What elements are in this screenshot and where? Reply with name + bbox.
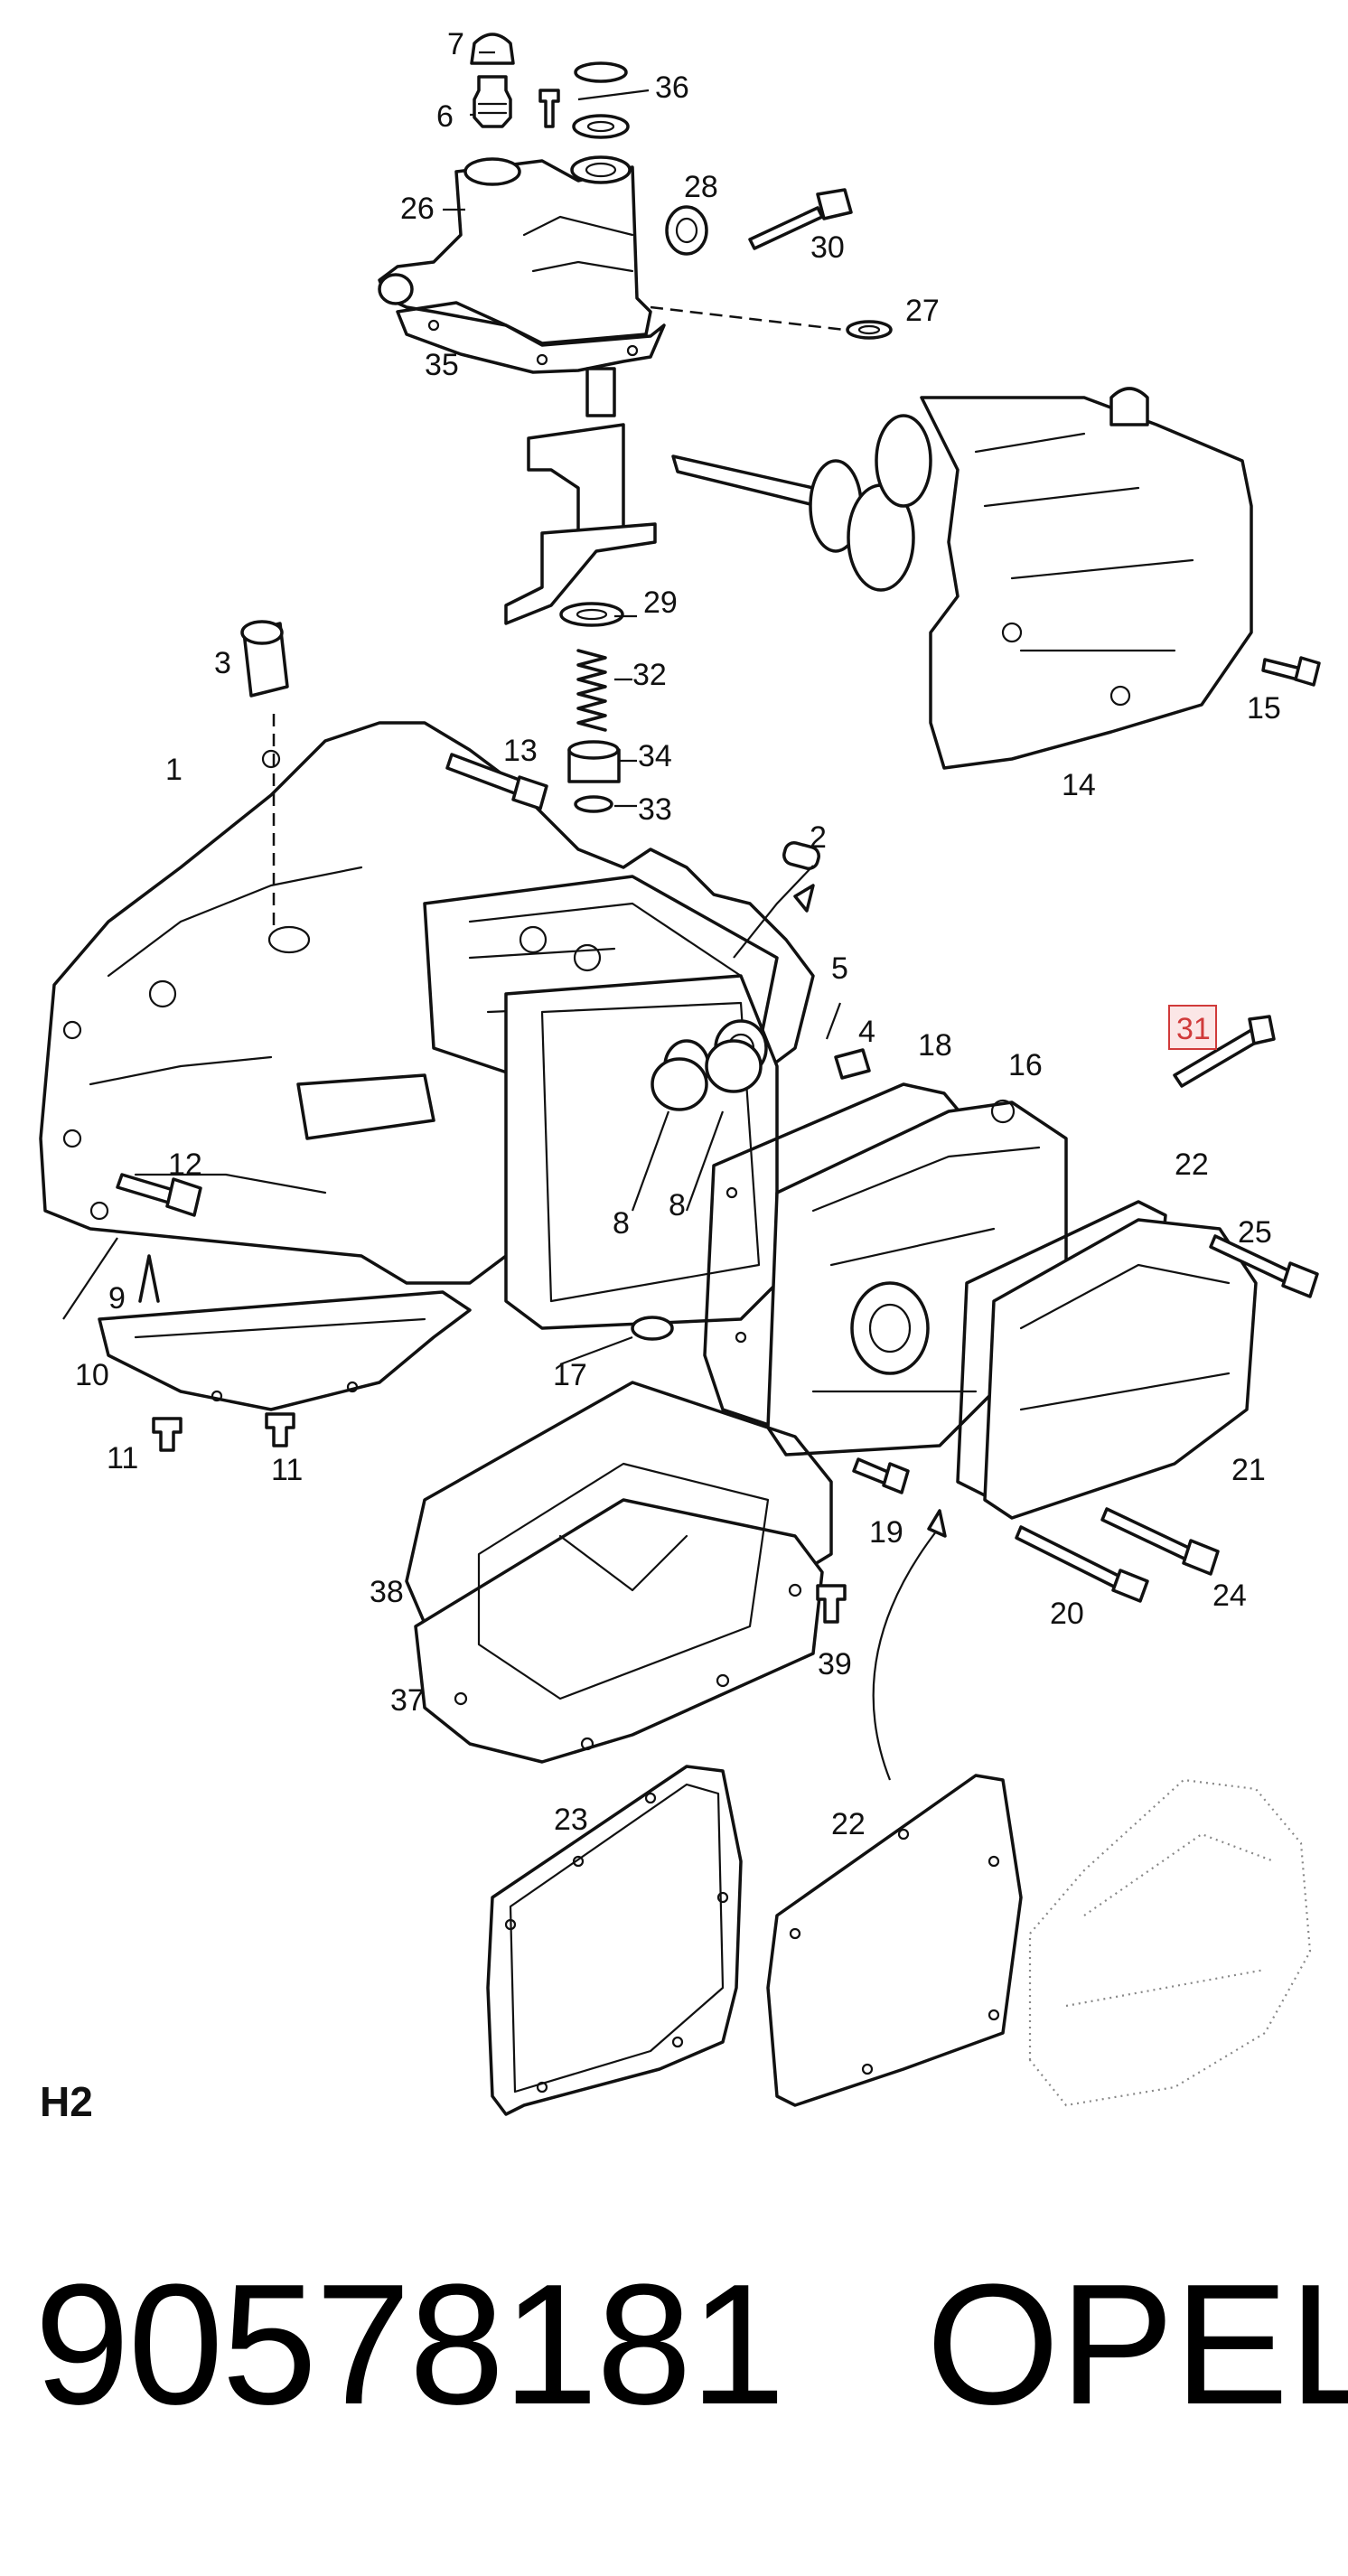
arrowhead-2 — [793, 884, 815, 913]
callout-26: 26 — [400, 192, 435, 226]
bolt-12 — [116, 1173, 202, 1217]
bolt-13 — [445, 753, 548, 810]
part-number: 90578181 — [34, 2249, 785, 2440]
callout-7: 7 — [447, 27, 464, 61]
bolt-31 — [1173, 1015, 1276, 1088]
callout-4: 4 — [858, 1015, 875, 1049]
product-caption: 90578181 OPEL — [0, 2259, 1348, 2485]
sleeve-34 — [567, 740, 621, 783]
callout-31: 31 — [1176, 1012, 1211, 1046]
callout-8b: 8 — [669, 1188, 686, 1222]
callout-21: 21 — [1231, 1453, 1266, 1487]
shift-rod — [504, 367, 657, 625]
callout-32: 32 — [632, 658, 667, 692]
gasket-23 — [486, 1765, 743, 2116]
callout-22b: 22 — [831, 1807, 866, 1841]
callout-33: 33 — [638, 792, 672, 827]
plate-10 — [98, 1290, 472, 1411]
bolt-30 — [748, 188, 853, 250]
callout-8a: 8 — [613, 1206, 630, 1241]
small-bolt — [538, 89, 560, 128]
breather-6 — [473, 75, 512, 128]
callout-2: 2 — [810, 820, 827, 855]
seal-28 — [665, 205, 708, 256]
spring-32 — [576, 649, 607, 732]
callout-34: 34 — [638, 739, 672, 773]
shift-housing-26 — [378, 155, 652, 345]
callout-23: 23 — [554, 1803, 588, 1837]
callout-24: 24 — [1212, 1578, 1247, 1613]
callout-28: 28 — [684, 170, 718, 204]
callout-19: 19 — [869, 1515, 903, 1550]
callout-36: 36 — [655, 70, 689, 105]
callout-35: 35 — [425, 348, 459, 382]
bolt-25 — [1209, 1234, 1319, 1298]
bolt-15 — [1261, 656, 1321, 687]
shift-housing-gasket-35 — [396, 301, 666, 374]
callout-12: 12 — [168, 1147, 202, 1182]
bolt-11b — [265, 1412, 295, 1447]
transmission-housing-1 — [39, 721, 815, 1330]
callout-38: 38 — [370, 1575, 404, 1609]
callout-30: 30 — [810, 230, 845, 265]
gasket-22b — [766, 1774, 1023, 2107]
callout-3: 3 — [214, 646, 231, 680]
ghost-housing — [1028, 1778, 1312, 2107]
callout-5: 5 — [831, 951, 848, 986]
plug-17 — [631, 1316, 674, 1341]
callout-20: 20 — [1050, 1597, 1084, 1631]
callout-16: 16 — [1008, 1048, 1043, 1082]
callout-27: 27 — [905, 294, 940, 328]
callout-18: 18 — [918, 1028, 952, 1063]
callout-11b: 11 — [271, 1453, 303, 1487]
oil-pan-37 — [414, 1462, 824, 1764]
bolt-11a — [152, 1417, 183, 1452]
plug-8 — [651, 1039, 763, 1111]
pin-4 — [834, 1048, 871, 1080]
washer-27 — [846, 320, 893, 340]
callout-6: 6 — [436, 99, 454, 134]
stud-20 — [1015, 1525, 1149, 1603]
callout-14: 14 — [1062, 768, 1096, 802]
washer-29 — [559, 602, 624, 627]
gear-cluster-14 — [671, 387, 1253, 770]
callout-25: 25 — [1238, 1215, 1272, 1250]
bushing-3 — [240, 620, 289, 698]
arrow-curve — [872, 1526, 941, 1781]
callout-11a: 11 — [107, 1441, 138, 1475]
callout-15: 15 — [1247, 691, 1281, 726]
arrowhead-22 — [927, 1509, 947, 1538]
callout-39: 39 — [818, 1647, 852, 1681]
callout-1: 1 — [165, 753, 183, 787]
leader-lines — [62, 51, 842, 1366]
callout-labels: 7 6 36 26 28 30 27 35 29 3 32 15 13 34 1… — [75, 27, 1281, 1841]
callout-37: 37 — [390, 1683, 425, 1718]
callout-10: 10 — [75, 1358, 109, 1392]
bolt-19 — [852, 1457, 910, 1494]
callout-17: 17 — [553, 1358, 587, 1392]
diagram-code: H2 — [40, 2078, 93, 2125]
highlight-box-31 — [1168, 1005, 1217, 1050]
dash-line-27 — [650, 305, 846, 332]
drain-plug-39 — [816, 1584, 847, 1624]
clip-9 — [138, 1254, 160, 1303]
seal-36 — [572, 61, 630, 139]
bolt-24 — [1100, 1507, 1220, 1576]
brand-name: OPEL — [926, 2249, 1348, 2440]
circlip-33 — [574, 795, 613, 813]
plug-7 — [470, 33, 515, 65]
callout-13: 13 — [503, 734, 538, 768]
callout-22a: 22 — [1175, 1147, 1209, 1182]
cover-21 — [983, 1218, 1258, 1520]
dowel-2 — [782, 840, 820, 871]
callout-29: 29 — [643, 585, 678, 620]
callout-9: 9 — [108, 1281, 126, 1316]
